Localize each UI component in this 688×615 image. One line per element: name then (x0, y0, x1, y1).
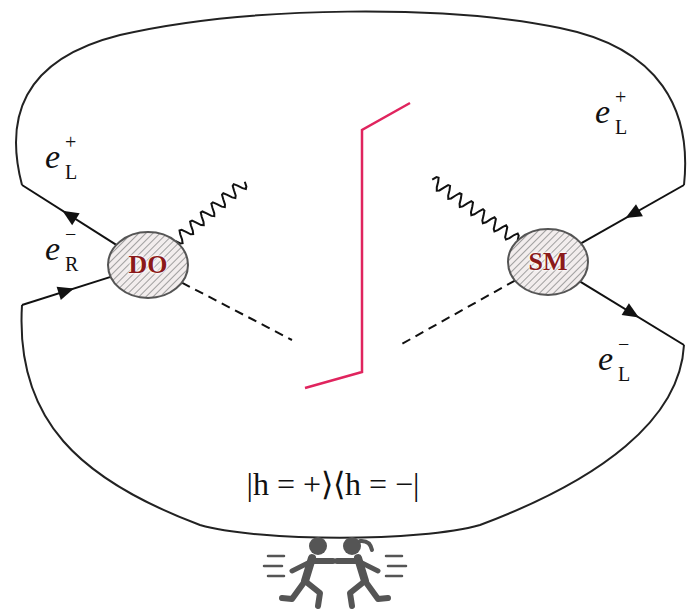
figure-head (343, 537, 361, 555)
helicity-subscript: R (65, 254, 78, 274)
fermion-line (22, 277, 111, 305)
charge-superscript: − (65, 224, 76, 244)
fermion-line (581, 185, 684, 243)
fermion-line (580, 282, 684, 345)
helicity-density-matrix: |h = +⟩⟨h = −| (247, 468, 420, 500)
blob-fill (108, 232, 188, 298)
figure-ponytail (360, 541, 372, 550)
figure-arm (292, 562, 310, 571)
charge-superscript: − (618, 334, 629, 354)
particle-symbol: e (598, 342, 613, 376)
charge-superscript: + (65, 132, 76, 152)
particle-symbol: e (45, 140, 60, 174)
scalar-line (400, 281, 515, 345)
figure-leg (305, 581, 320, 606)
figure-leg (282, 581, 305, 599)
cut-line (305, 103, 410, 388)
amplitude-blob: DO (106, 230, 190, 300)
scalar-line (182, 283, 292, 340)
figure-arm (360, 562, 378, 571)
fermion-line (22, 185, 116, 245)
blob-fill (508, 229, 588, 295)
fermion-arrow (626, 204, 643, 218)
figure-arm (312, 558, 333, 564)
photon-line (432, 177, 518, 240)
fighting-figures (264, 537, 406, 606)
particle-symbol: e (45, 232, 60, 266)
amplitude-blob: SM (506, 227, 590, 297)
blob-hatch (508, 229, 588, 295)
fermion-arrow (57, 287, 74, 300)
loop-lower (21, 305, 684, 538)
figure-arm (337, 558, 358, 564)
blob-label: DO (129, 252, 168, 278)
fermion-arrow (622, 303, 639, 317)
motion-lines (386, 556, 406, 576)
helicity-subscript: L (615, 117, 627, 137)
figure-head (309, 537, 327, 555)
helicity-subscript: L (618, 364, 630, 384)
feynman-lines (22, 177, 684, 345)
particle-symbol: e (595, 95, 610, 129)
figure-leg (350, 581, 365, 606)
loop-upper (16, 12, 685, 185)
blob-hatch (108, 232, 188, 298)
helicity-subscript: L (65, 162, 77, 182)
motion-lines (264, 556, 284, 576)
figure-leg (365, 581, 388, 599)
blob-label: SM (529, 249, 568, 275)
photon-line (176, 182, 247, 244)
charge-superscript: + (615, 87, 626, 107)
fermion-arrow (62, 211, 79, 225)
